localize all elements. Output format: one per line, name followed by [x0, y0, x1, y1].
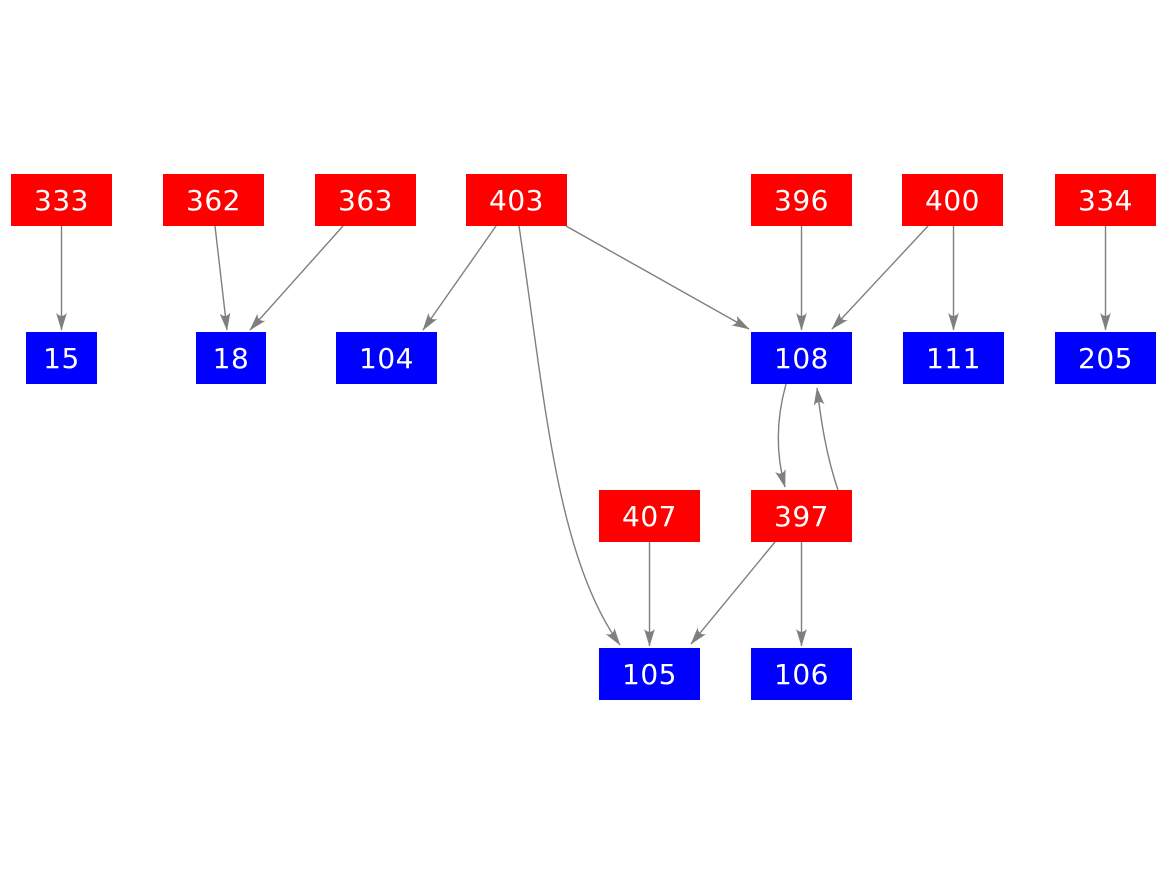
graph-node-400: 400 — [902, 174, 1003, 226]
edge-397-to-105 — [690, 541, 776, 645]
node-label: 396 — [774, 184, 829, 217]
node-label: 362 — [186, 184, 241, 217]
node-label: 403 — [489, 184, 544, 217]
edge-397-to-108 — [813, 387, 839, 491]
graph-node-108: 108 — [751, 332, 852, 384]
graph-node-403: 403 — [466, 174, 567, 226]
graph-node-105: 105 — [599, 648, 700, 700]
node-label: 400 — [925, 184, 980, 217]
node-label: 18 — [212, 342, 250, 375]
node-label: 15 — [43, 342, 80, 375]
node-label: 397 — [774, 500, 829, 533]
edge-108-to-397 — [775, 383, 787, 488]
node-label: 104 — [359, 342, 414, 375]
node-label: 111 — [926, 342, 981, 375]
node-label: 333 — [34, 184, 89, 217]
edge-403-to-105 — [518, 225, 621, 646]
node-label: 334 — [1078, 184, 1133, 217]
node-label: 108 — [774, 342, 829, 375]
graph-node-111: 111 — [903, 332, 1004, 384]
node-label: 106 — [774, 658, 829, 691]
edge-363-to-18 — [249, 225, 344, 331]
graph-node-396: 396 — [751, 174, 852, 226]
graph-node-18: 18 — [196, 332, 266, 384]
graph-node-15: 15 — [26, 332, 97, 384]
node-label: 205 — [1078, 342, 1133, 375]
graph-node-362: 362 — [163, 174, 264, 226]
graph-node-397: 397 — [751, 490, 852, 542]
edge-362-to-18 — [214, 225, 231, 331]
graph-node-363: 363 — [315, 174, 416, 226]
graph-node-104: 104 — [336, 332, 437, 384]
edge-group — [56, 225, 1111, 647]
node-label: 105 — [622, 658, 677, 691]
node-label: 363 — [338, 184, 393, 217]
graph-node-106: 106 — [751, 648, 852, 700]
node-label: 407 — [622, 500, 677, 533]
graph-node-407: 407 — [599, 490, 700, 542]
graph-node-333: 333 — [11, 174, 112, 226]
graph-node-334: 334 — [1055, 174, 1156, 226]
edge-400-to-108 — [831, 225, 929, 330]
edge-403-to-104 — [422, 225, 497, 331]
edge-403-to-108 — [565, 225, 750, 330]
graph-node-205: 205 — [1055, 332, 1156, 384]
